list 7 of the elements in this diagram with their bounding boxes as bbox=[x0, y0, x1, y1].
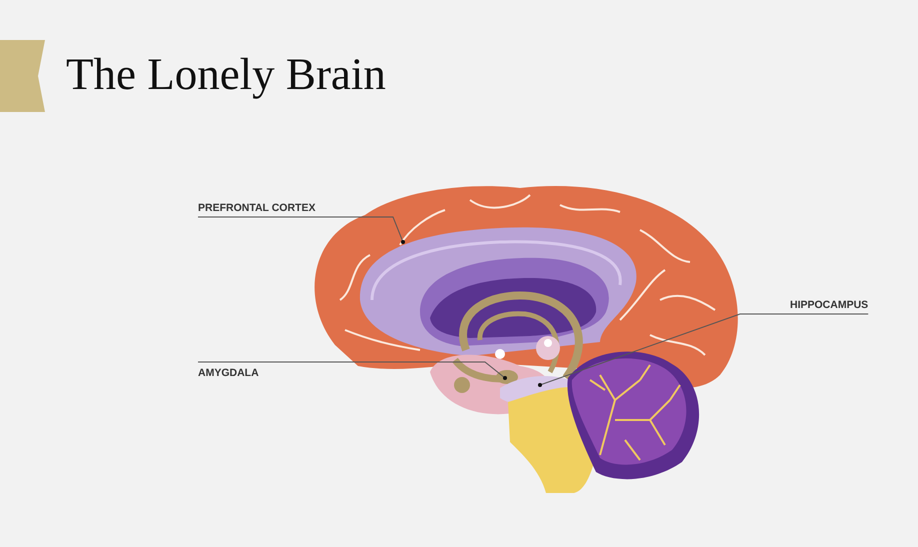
leader-line bbox=[538, 314, 869, 387]
leader-line bbox=[198, 216, 405, 244]
part-label: AMYGDALA bbox=[198, 367, 259, 379]
slide-title: The Lonely Brain bbox=[66, 48, 386, 100]
part-label: PREFRONTAL CORTEX bbox=[198, 202, 316, 214]
part-label: HIPPOCAMPUS bbox=[790, 299, 868, 311]
leader-line bbox=[198, 362, 507, 380]
